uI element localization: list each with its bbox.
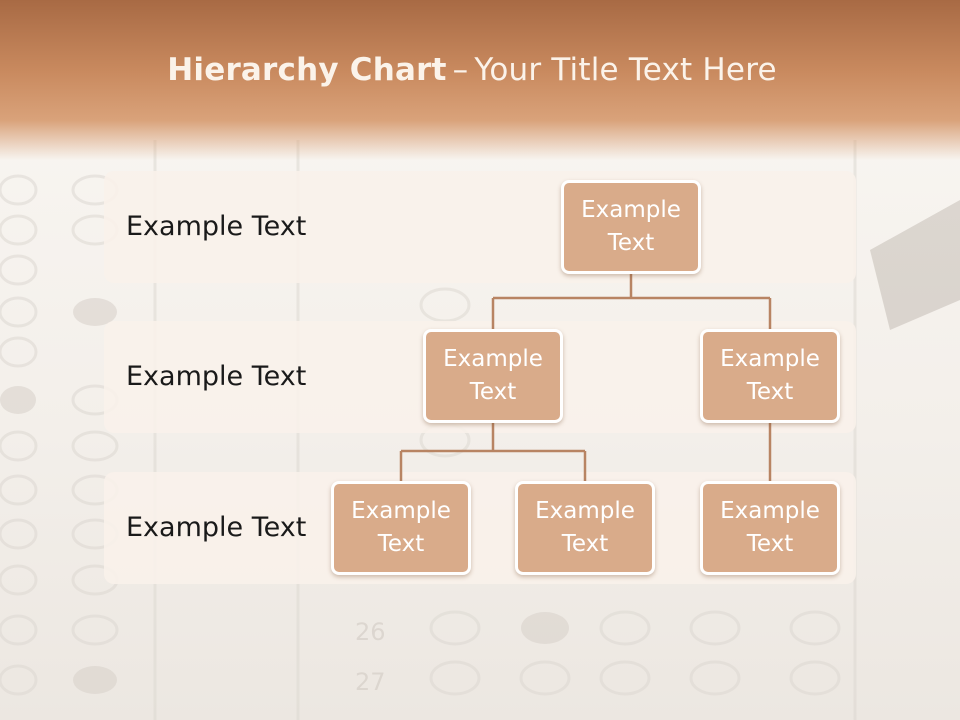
- node-level3-right[interactable]: Example Text: [700, 481, 840, 575]
- node-level3-left-a[interactable]: Example Text: [331, 481, 471, 575]
- slide-title-rest: Your Title Text Here: [474, 52, 777, 88]
- row-band-1: [104, 171, 856, 283]
- node-level2-left[interactable]: Example Text: [423, 329, 563, 423]
- slide-title-bold: Hierarchy Chart: [167, 52, 447, 88]
- slide-title: Hierarchy Chart–Your Title Text Here: [0, 52, 944, 88]
- row-label-1: Example Text: [126, 211, 307, 242]
- svg-text:27: 27: [355, 668, 386, 696]
- svg-text:26: 26: [355, 618, 386, 646]
- connector-left-to-level3: [399, 423, 587, 481]
- node-level3-left-b[interactable]: Example Text: [515, 481, 655, 575]
- connector-root-to-level2: [491, 274, 772, 329]
- row-label-3: Example Text: [126, 512, 307, 543]
- title-band: [0, 0, 960, 160]
- row-label-2: Example Text: [126, 361, 307, 392]
- node-root[interactable]: Example Text: [561, 180, 701, 274]
- slide-title-dash: –: [452, 52, 469, 88]
- node-level2-right[interactable]: Example Text: [700, 329, 840, 423]
